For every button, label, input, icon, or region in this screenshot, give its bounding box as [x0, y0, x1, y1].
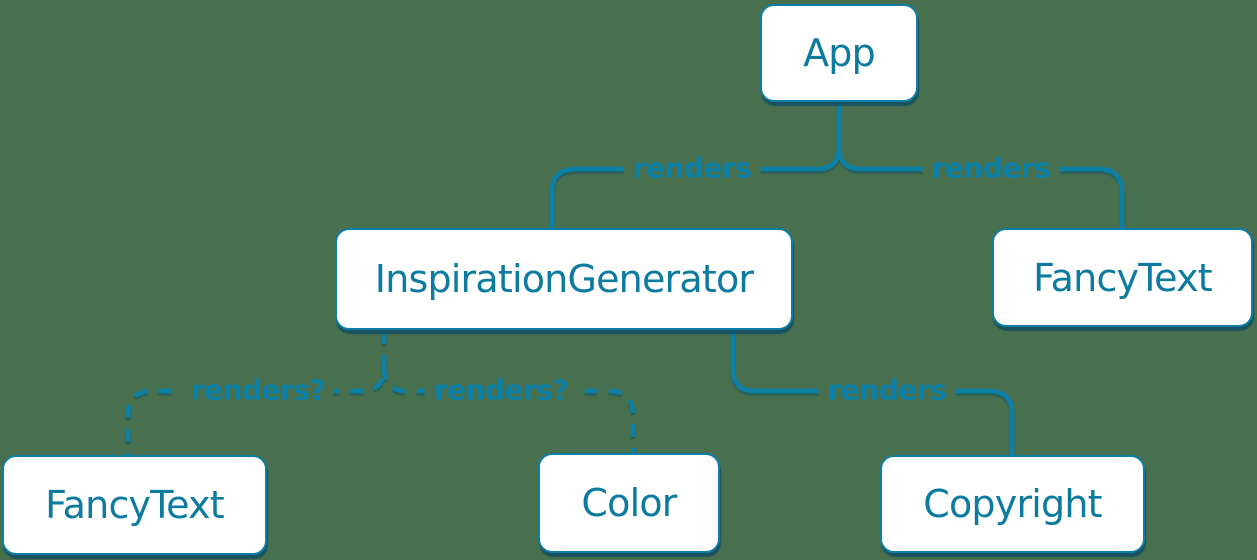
edge-label-renders-app-inspirationgenerator: renders: [623, 151, 761, 187]
edge-label-renders-inspirationgenerator-copyright: renders: [818, 373, 956, 409]
node-inspiration-generator: InspirationGenerator: [335, 228, 793, 330]
node-fancy-text-top: FancyText: [992, 228, 1253, 327]
node-color: Color: [538, 453, 720, 553]
node-fancy-text-bottom: FancyText: [2, 455, 267, 555]
node-copyright-label: Copyright: [923, 482, 1102, 526]
edge-label-renders-app-fancytext: renders: [922, 151, 1060, 187]
node-copyright: Copyright: [880, 455, 1145, 553]
node-color-label: Color: [581, 481, 677, 525]
edge-app-fancytext: [836, 144, 1125, 231]
node-fancy-text-bottom-label: FancyText: [45, 483, 225, 527]
node-fancy-text-top-label: FancyText: [1033, 255, 1213, 300]
edge-label-renders-inspirationgenerator-color: renders?: [424, 373, 578, 409]
node-app-label: App: [803, 31, 876, 75]
edge-label-renders-inspirationgenerator-fancytext: renders?: [181, 373, 335, 409]
node-inspiration-generator-label: InspirationGenerator: [374, 257, 754, 301]
node-app: App: [760, 4, 918, 102]
edge-inspirationgenerator-color: [381, 366, 636, 454]
